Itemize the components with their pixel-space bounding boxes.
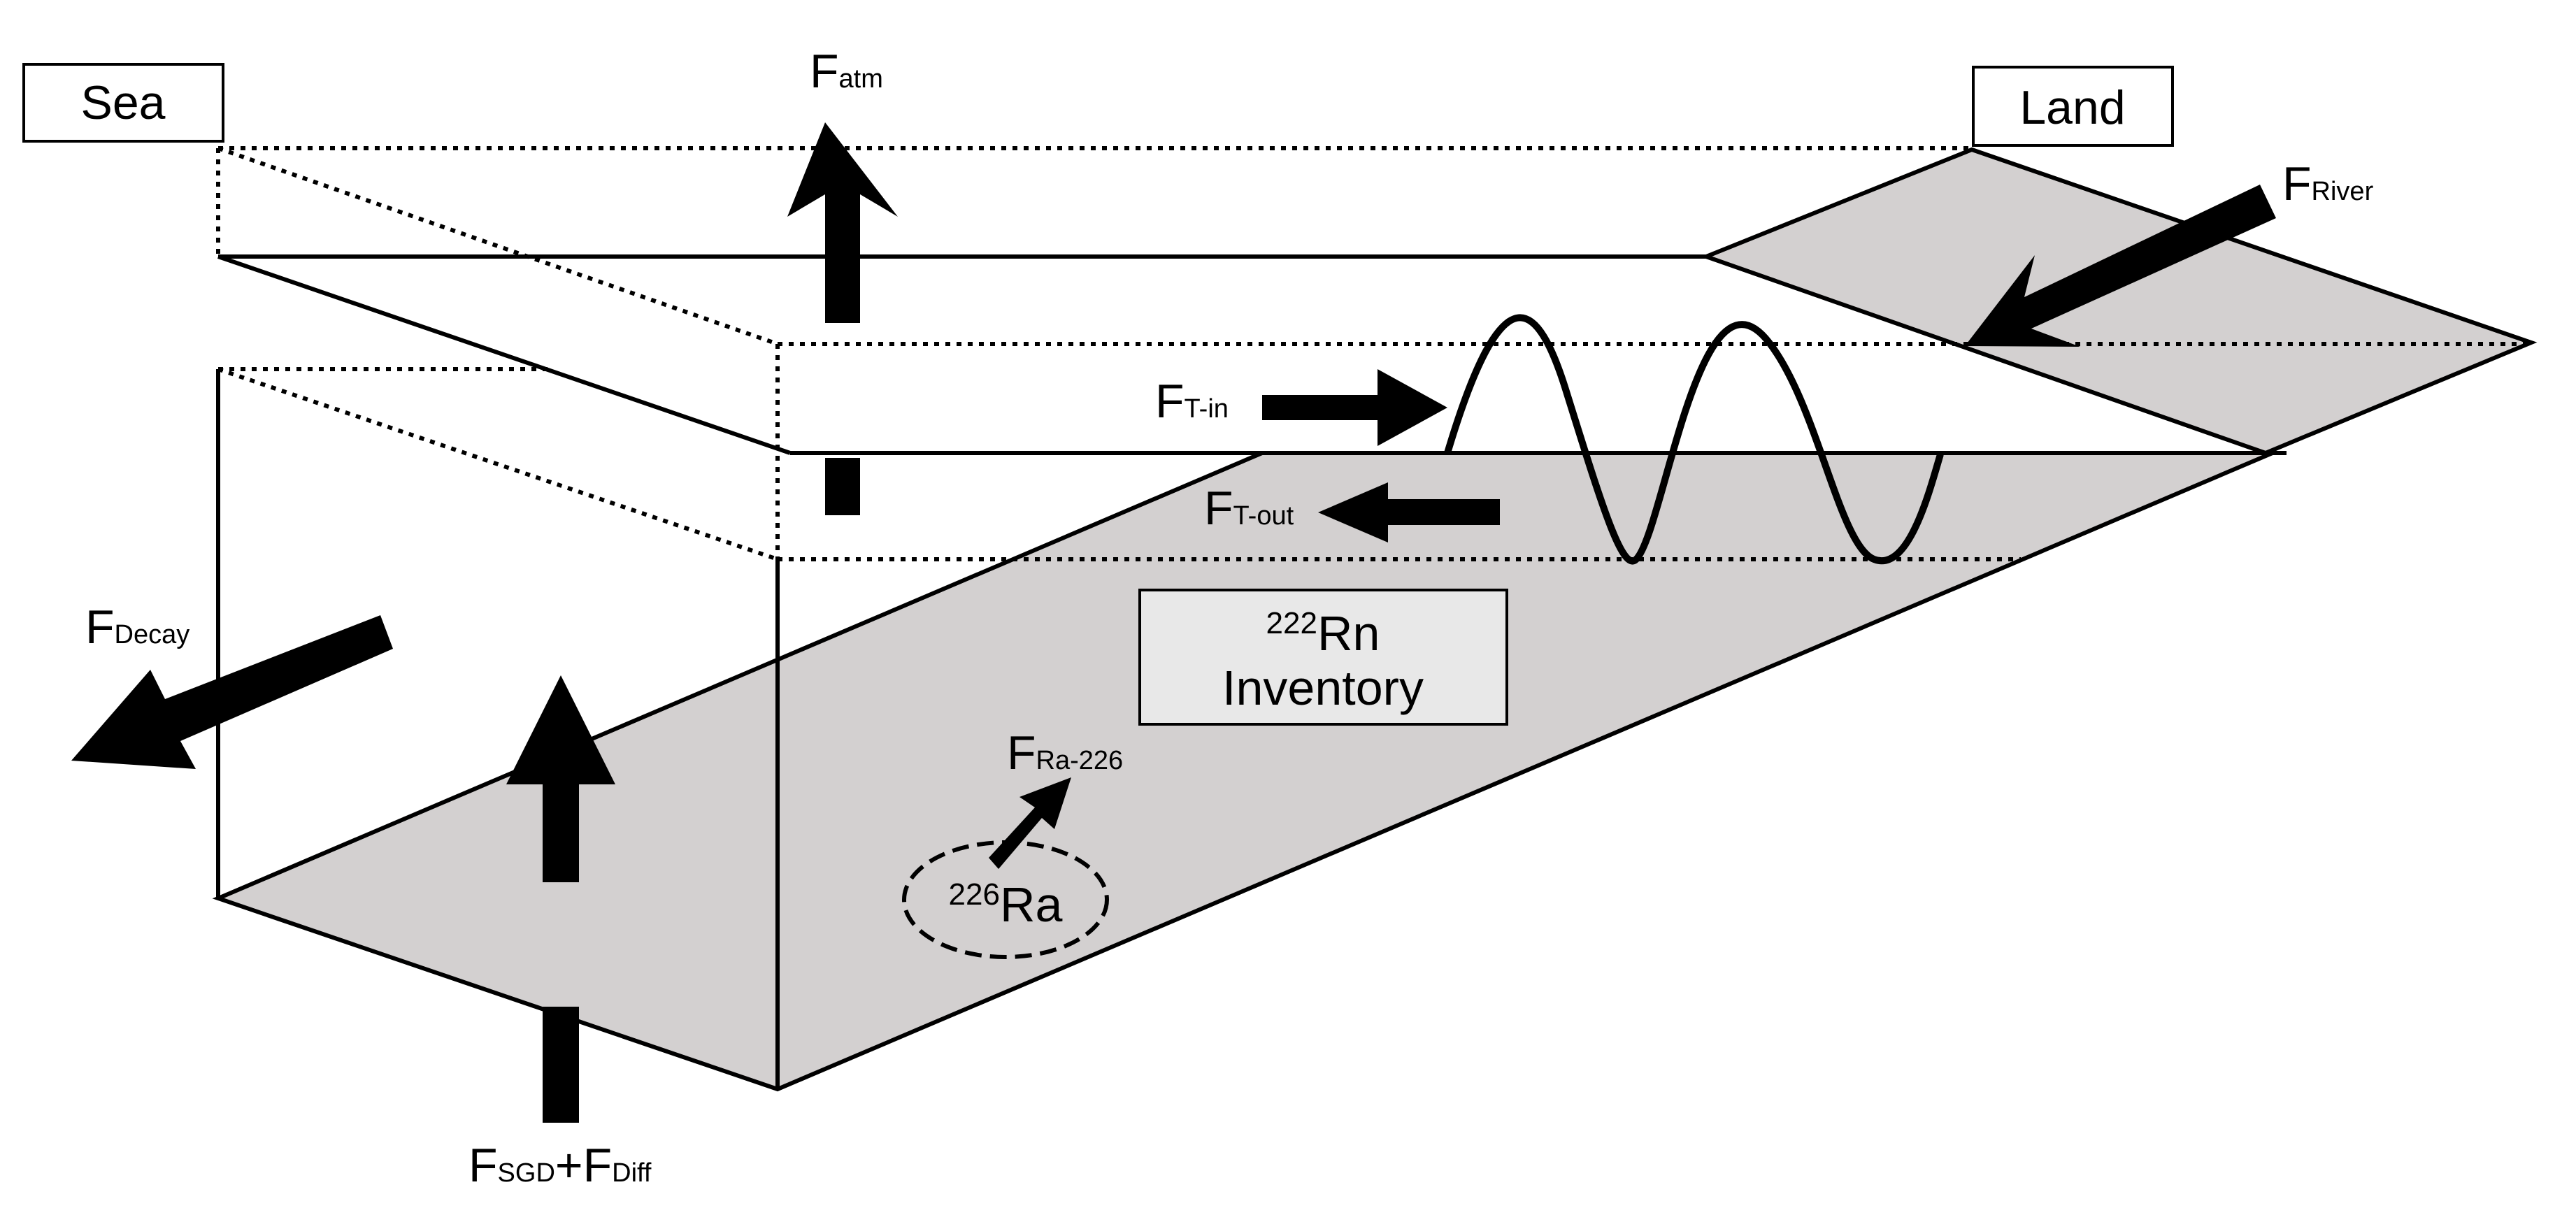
- decay-loss-arrow-icon: [71, 615, 393, 769]
- f-t-out-label: FT-out: [1204, 482, 1294, 535]
- water-column-dotted-edges: [216, 146, 2531, 561]
- sea-label: Sea: [81, 76, 166, 129]
- land-label: Land: [2019, 81, 2125, 134]
- atmospheric-evasion-arrow-icon: [787, 122, 898, 515]
- tidal-inflow-arrow-icon: [1262, 369, 1447, 446]
- f-atm-label: Fatm: [810, 45, 883, 98]
- land-label-box: [1972, 66, 2174, 147]
- rn-inventory-title: 222Rn: [1266, 606, 1380, 661]
- radium-production-arrow-icon: [989, 777, 1071, 869]
- rn-inventory-label: Inventory: [1222, 661, 1424, 715]
- sgd-diffusion-input-arrow-icon: [506, 675, 615, 1123]
- ra-226-label: 226Ra: [949, 877, 1063, 932]
- f-ra-226-label: FRa-226: [1007, 726, 1123, 779]
- rn-inventory-box: [1138, 589, 1508, 726]
- control-volume-edges: [216, 254, 2287, 1089]
- f-river-label: FRiver: [2282, 157, 2374, 210]
- river-input-arrow-icon: [1965, 185, 2276, 347]
- land-plane: [1700, 147, 2538, 456]
- f-t-in-label: FT-in: [1155, 375, 1229, 428]
- tidal-outflow-arrow-icon: [1318, 482, 1500, 542]
- f-decay-label: FDecay: [85, 601, 189, 654]
- sea-label-box: [22, 63, 224, 143]
- tidal-wave-icon: [1444, 314, 1944, 565]
- f-sgd-diff-label: FSGD+FDiff: [468, 1139, 652, 1192]
